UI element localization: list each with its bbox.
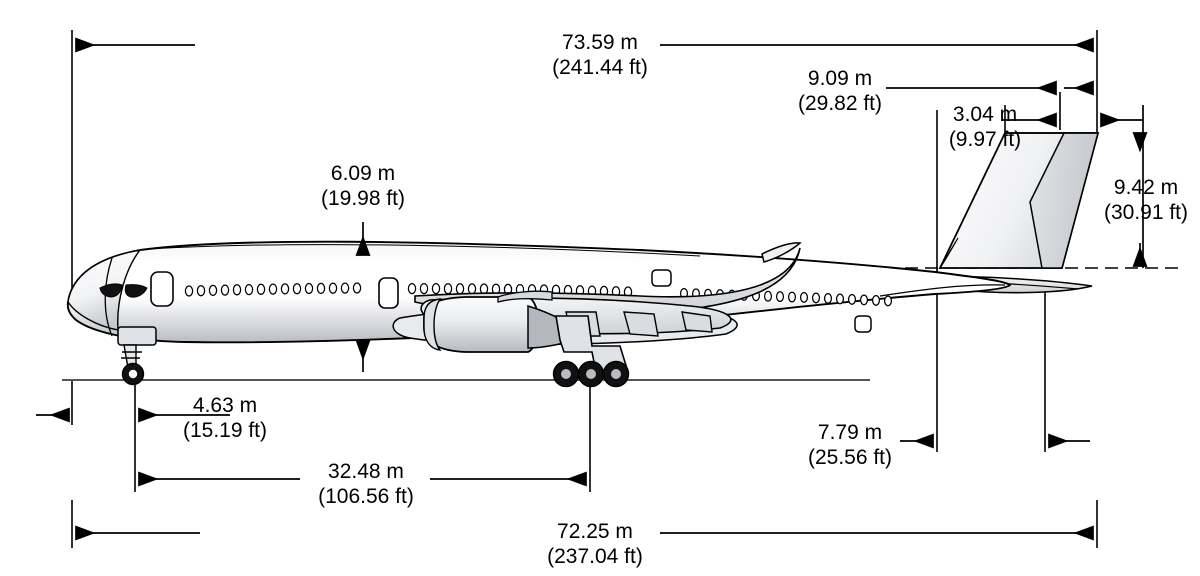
dim-label-tail-offset: 9.09 m (29.82 ft) [775, 66, 905, 116]
dim-metric-fuselage-length: 72.25 m [557, 520, 633, 543]
fin-root-fillet [939, 237, 959, 269]
dim-imperial-fuselage-length: (237.04 ft) [547, 545, 643, 568]
dim-label-tail-height: 9.42 m (30.91 ft) [1092, 175, 1200, 225]
dimension-lines [36, 37, 1148, 541]
door-mid-aft [651, 269, 672, 287]
dim-label-fin-tip-chord: 3.04 m (9.97 ft) [925, 102, 1045, 152]
dim-label-fuselage-length: 72.25 m (237.04 ft) [500, 519, 690, 569]
dim-metric-hstab-span: 7.79 m [817, 421, 883, 444]
cabin-windows-forward [184, 282, 362, 297]
door-forward [150, 271, 174, 307]
dim-imperial-hstab-span: (25.56 ft) [807, 446, 893, 469]
main-gear-wheels [552, 360, 630, 388]
door-aft [854, 315, 872, 333]
dim-metric-tail-offset: 9.09 m [807, 67, 873, 90]
nose-gear-bay [117, 326, 157, 346]
dim-imperial-fuselage-diameter: (19.98 ft) [320, 187, 406, 210]
dim-imperial-nose-to-nose-gear: (15.19 ft) [182, 419, 268, 442]
dim-metric-nose-to-nose-gear: 4.63 m [192, 394, 258, 417]
aircraft-silhouette [66, 132, 1100, 388]
flap-track-fairing-3 [681, 311, 713, 333]
flap-track-fairing-2 [623, 311, 659, 337]
dim-imperial-tail-height: (30.91 ft) [1103, 201, 1189, 224]
engine-nacelle [423, 296, 540, 353]
dim-metric-wheelbase: 32.48 m [328, 460, 404, 483]
dim-label-nose-to-nose-gear: 4.63 m (15.19 ft) [155, 393, 295, 443]
door-mid-forward [378, 277, 399, 309]
dim-imperial-wheelbase: (106.56 ft) [318, 485, 414, 508]
dim-imperial-tail-offset: (29.82 ft) [797, 92, 883, 115]
cockpit-window-icon [99, 283, 123, 298]
dim-metric-tail-height: 9.42 m [1113, 176, 1179, 199]
dim-metric-fuselage-diameter: 6.09 m [330, 162, 396, 185]
dim-label-hstab-span: 7.79 m (25.56 ft) [785, 420, 915, 470]
engine-inlet-lip [423, 298, 442, 351]
dim-imperial-overall-length: (241.44 ft) [552, 56, 648, 79]
nose-cone-seam [104, 257, 113, 337]
winglet [761, 242, 802, 263]
cockpit-window-second-icon [124, 284, 148, 298]
dim-imperial-fin-tip-chord: (9.97 ft) [948, 128, 1022, 151]
forward-fuselage-seam [149, 244, 701, 257]
dim-label-overall-length: 73.59 m (241.44 ft) [505, 30, 695, 80]
aft-fuselage-seam [879, 284, 1006, 297]
dim-label-fuselage-diameter: 6.09 m (19.98 ft) [297, 161, 429, 211]
engine-pylon [497, 290, 553, 303]
dim-metric-fin-tip-chord: 3.04 m [952, 103, 1018, 126]
dim-label-wheelbase: 32.48 m (106.56 ft) [282, 459, 450, 509]
rudder [1029, 132, 1099, 269]
dim-metric-overall-length: 73.59 m [562, 31, 638, 54]
extension-lines [71, 30, 1098, 548]
